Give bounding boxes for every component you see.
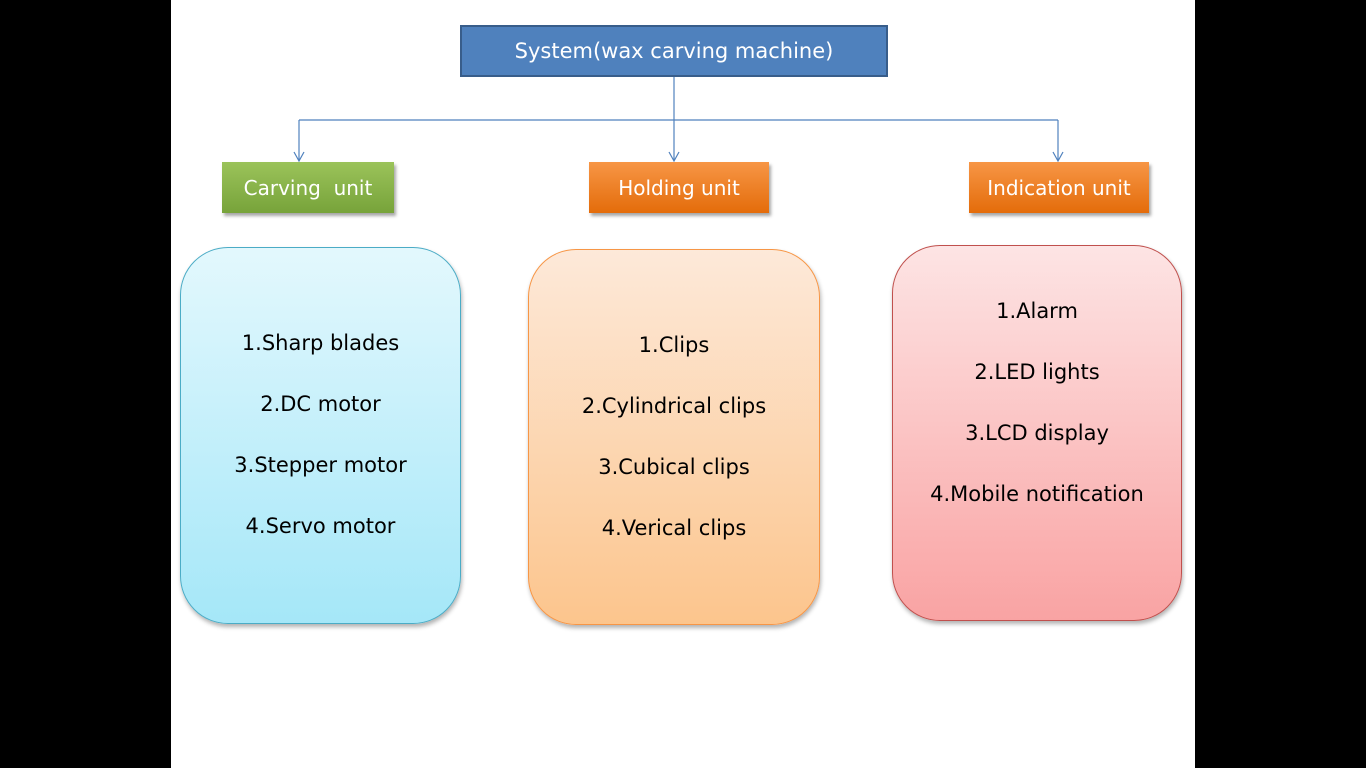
carving-item-servo-motor: 4.Servo motor xyxy=(245,514,396,538)
carving-unit-label: Carving unit xyxy=(243,175,373,200)
carving-item-stepper-motor: 3.Stepper motor xyxy=(234,453,407,477)
carving-unit-box: Carving unit xyxy=(222,162,394,213)
holding-item-cubical-clips: 3.Cubical clips xyxy=(598,455,750,479)
carving-item-dc-motor: 2.DC motor xyxy=(260,392,381,416)
holding-item-verical-clips: 4.Verical clips xyxy=(601,516,747,540)
holding-unit-box: Holding unit xyxy=(589,162,769,213)
holding-item-clips: 1.Clips xyxy=(638,333,710,357)
indication-item-lcd-display: 3.LCD display xyxy=(965,421,1109,445)
holding-components-card: 1.Clips 2.Cylindrical clips 3.Cubical cl… xyxy=(528,249,820,625)
root-system-label: System(wax carving machine) xyxy=(514,39,834,63)
indication-item-led-lights: 2.LED lights xyxy=(974,360,1100,384)
carving-components-card: 1.Sharp blades 2.DC motor 3.Stepper moto… xyxy=(180,247,461,624)
indication-unit-label: Indication unit xyxy=(987,175,1131,200)
indication-unit-box: Indication unit xyxy=(969,162,1149,213)
indication-item-alarm: 1.Alarm xyxy=(996,299,1078,323)
indication-components-card: 1.Alarm 2.LED lights 3.LCD display 4.Mob… xyxy=(892,245,1182,621)
holding-unit-label: Holding unit xyxy=(618,175,740,200)
root-system-box: System(wax carving machine) xyxy=(460,25,888,77)
carving-item-sharp-blades: 1.Sharp blades xyxy=(241,331,400,355)
indication-item-mobile-notification: 4.Mobile notification xyxy=(930,482,1144,506)
holding-item-cylindrical-clips: 2.Cylindrical clips xyxy=(581,394,767,418)
